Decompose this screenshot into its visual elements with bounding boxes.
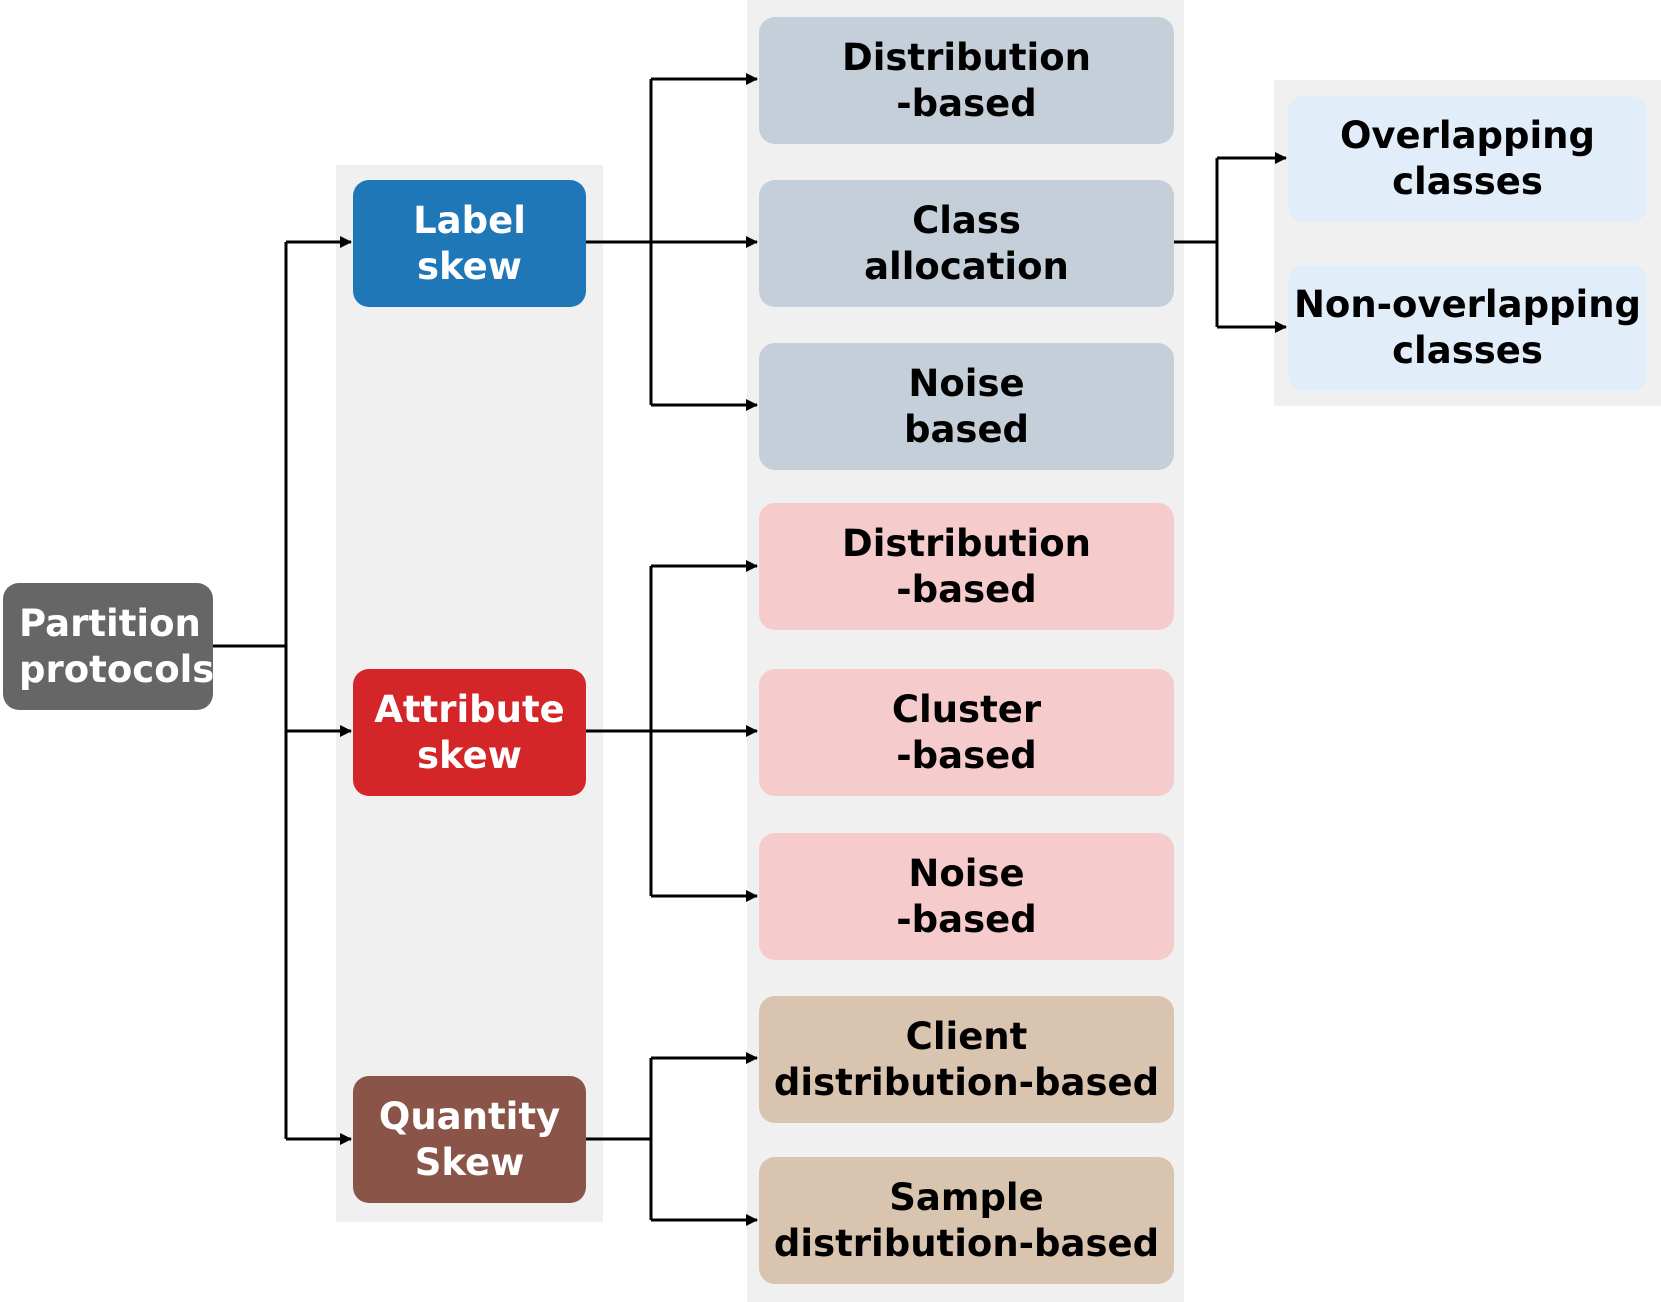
category-node-quantity-skew: Quantity Skew bbox=[353, 1076, 586, 1203]
method-node-label-distribution-based: Distribution -based bbox=[759, 17, 1174, 144]
category-node-attribute-skew: Attribute skew bbox=[353, 669, 586, 796]
edge-label-skew-trunk bbox=[586, 79, 653, 405]
root-node-partition-protocols: Partition protocols bbox=[3, 583, 214, 710]
edge-quantity-skew-trunk bbox=[586, 1058, 653, 1220]
edge-class-allocation-trunk bbox=[1173, 158, 1219, 327]
method-node-class-allocation: Class allocation bbox=[759, 180, 1174, 307]
method-node-sample-distribution-based: Sample distribution-based bbox=[759, 1157, 1174, 1284]
method-node-cluster-based: Cluster -based bbox=[759, 669, 1174, 796]
method-node-client-distribution-based: Client distribution-based bbox=[759, 996, 1174, 1123]
method-node-attribute-noise-based: Noise -based bbox=[759, 833, 1174, 960]
edge-attribute-skew-trunk bbox=[586, 566, 653, 896]
method-node-label-noise-based: Noise based bbox=[759, 343, 1174, 470]
method-node-attribute-distribution-based: Distribution -based bbox=[759, 503, 1174, 630]
edge-root-trunk bbox=[213, 242, 288, 1139]
class-node-non-overlapping-classes: Non-overlapping classes bbox=[1288, 265, 1647, 391]
class-node-overlapping-classes: Overlapping classes bbox=[1288, 96, 1647, 222]
category-node-label-skew: Label skew bbox=[353, 180, 586, 307]
